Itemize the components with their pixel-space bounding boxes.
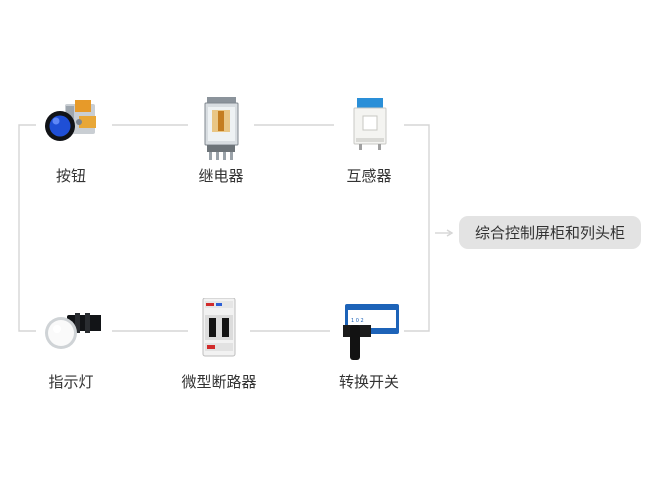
node-label-switch: 转换开关 — [314, 372, 424, 392]
target-node-label: 综合控制屏柜和列头柜 — [475, 222, 625, 243]
node-label-relay: 继电器 — [166, 166, 276, 186]
right-bracket-line — [404, 125, 429, 331]
rotary-switch-icon: 1 0 2 — [339, 298, 399, 368]
current-transformer-icon — [339, 92, 399, 162]
left-bracket-line — [19, 125, 36, 331]
push-button-icon — [41, 92, 101, 162]
miniature-circuit-breaker-icon — [189, 298, 249, 368]
target-node-pill: 综合控制屏柜和列头柜 — [459, 216, 641, 249]
node-label-transformer: 互感器 — [314, 166, 424, 186]
node-label-button: 按钮 — [16, 166, 126, 186]
node-label-breaker: 微型断路器 — [164, 372, 274, 392]
indicator-lamp-icon — [41, 298, 101, 368]
node-label-indicator: 指示灯 — [16, 372, 126, 392]
relay-icon — [191, 92, 251, 162]
svg-text:1 0 2: 1 0 2 — [351, 318, 364, 324]
